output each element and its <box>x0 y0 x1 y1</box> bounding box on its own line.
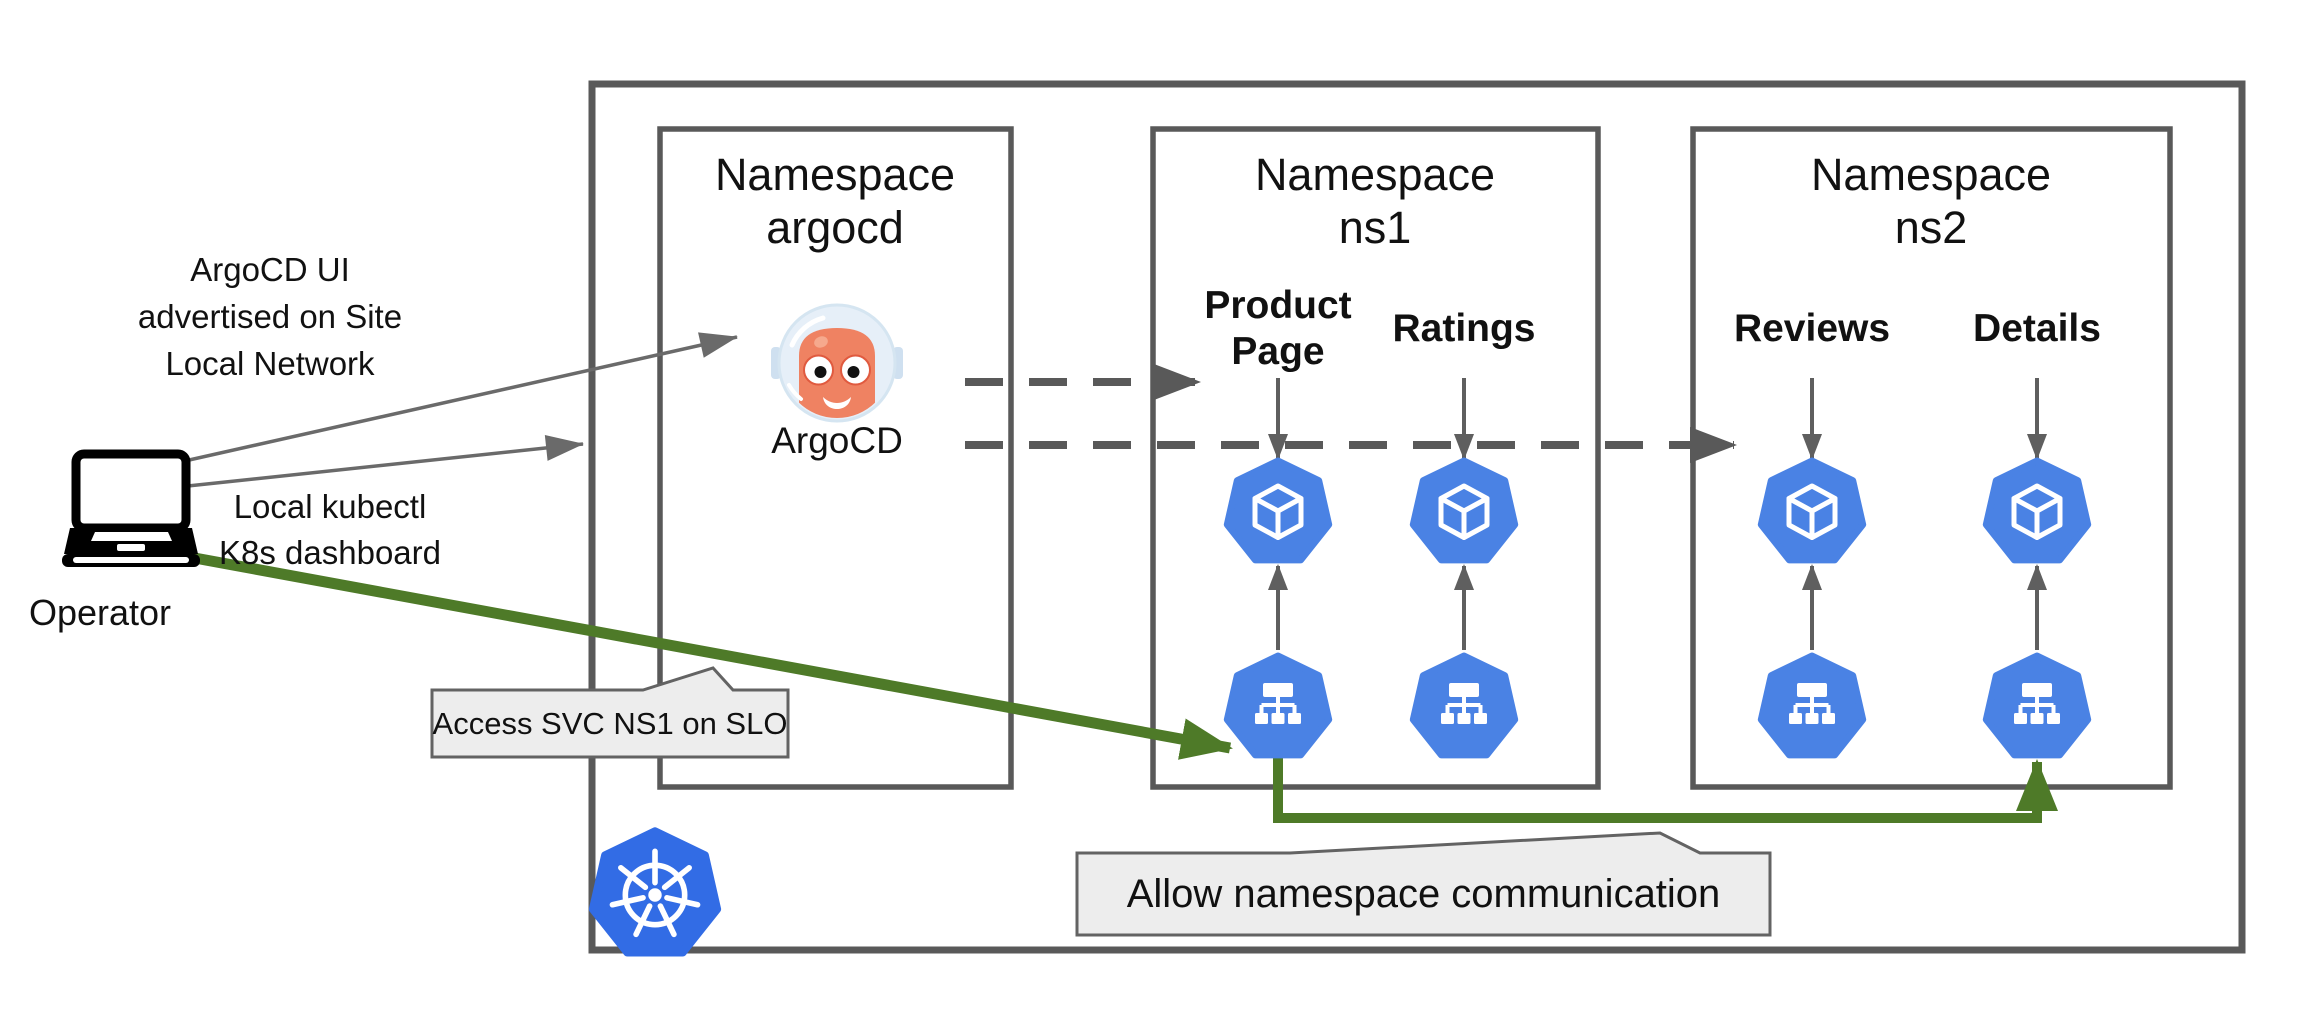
callout-access-svc-text: Access SVC NS1 on SLO <box>432 705 788 741</box>
workload-label-product-page: Product Page <box>1204 284 1352 373</box>
pod-icon-product-page <box>1227 461 1328 560</box>
pod-icon-ratings <box>1413 461 1514 560</box>
annotation-line: advertised on Site <box>137 298 403 335</box>
pod-icon-reviews <box>1761 461 1862 560</box>
workload-label-ratings: Ratings <box>1392 307 1536 350</box>
operator-label: Operator <box>28 592 172 633</box>
operator-argocd-ui-arrow <box>157 332 738 469</box>
workload-label-reviews: Reviews <box>1733 307 1891 350</box>
annotation-argocd-ui: ArgoCD UI advertised on Site Local Netwo… <box>100 246 440 387</box>
pod-icon-details <box>1986 461 2087 560</box>
annotation-line: K8s dashboard <box>219 534 441 571</box>
label-to-pod-arrows <box>1268 378 2047 460</box>
annotation-local-kubectl: Local kubectl K8s dashboard <box>160 484 500 576</box>
namespace-title-ns2: Namespace ns2 <box>1781 148 2081 254</box>
argocd-app-label: ArgoCD <box>771 420 903 461</box>
kubernetes-logo <box>588 827 722 957</box>
service-icon-ratings <box>1413 656 1514 755</box>
namespace-title-line: Namespace <box>714 149 956 200</box>
green-access-arrow <box>161 546 1233 760</box>
green-namespace-communication-arrow <box>1273 758 2058 823</box>
argocd-mascot-icon <box>771 303 903 423</box>
laptop-icon <box>62 449 200 567</box>
namespace-title-line: ns2 <box>1894 202 1968 253</box>
callout-allow-namespace <box>1075 831 1772 937</box>
service-icon-reviews <box>1761 656 1862 755</box>
namespace-box-ns1 <box>1150 126 1601 790</box>
namespace-title-line: argocd <box>766 202 904 253</box>
callout-allow-namespace-text: Allow namespace communication <box>1126 871 1721 916</box>
callout-access-svc <box>430 666 790 759</box>
namespace-title-line: Namespace <box>1810 149 2052 200</box>
namespace-title-ns1: Namespace ns1 <box>1225 148 1525 254</box>
namespace-title-argocd: Namespace argocd <box>685 148 985 254</box>
operator-kubectl-arrow <box>149 434 584 492</box>
service-icon-product-page <box>1227 656 1328 755</box>
annotation-line: Local Network <box>165 345 375 382</box>
service-icon-details <box>1986 656 2087 755</box>
namespace-title-line: ns1 <box>1338 202 1412 253</box>
service-to-pod-arrows <box>1268 564 2047 650</box>
workload-label-details: Details <box>1973 307 2101 350</box>
annotation-line: ArgoCD UI <box>190 251 350 288</box>
namespace-title-line: Namespace <box>1254 149 1496 200</box>
annotation-line: Local kubectl <box>233 488 427 525</box>
